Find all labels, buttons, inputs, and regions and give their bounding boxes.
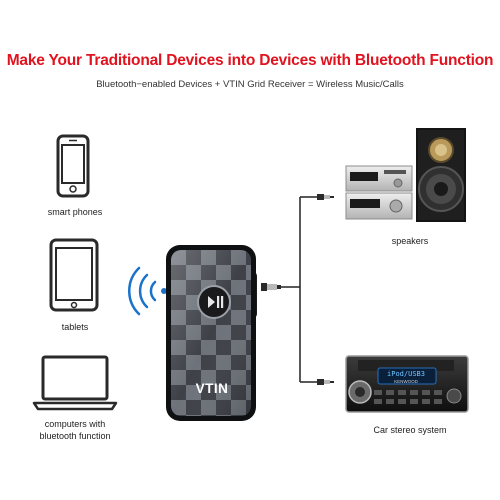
speakers-image bbox=[338, 126, 470, 224]
page-subtitle: Bluetooth−enabled Devices + VTIN Grid Re… bbox=[96, 79, 404, 90]
car-stereo-display: iPod/USB3 bbox=[387, 370, 425, 378]
play-pause-button[interactable] bbox=[196, 284, 232, 320]
computer-label-line2: bluetooth function bbox=[39, 431, 111, 441]
vtin-logo: VTIN bbox=[195, 381, 229, 396]
car-stereo-label: Car stereo system bbox=[373, 425, 447, 435]
computer-label-line1: computers with bbox=[44, 419, 106, 429]
smart-phones-label: smart phones bbox=[47, 207, 103, 217]
vtin-receiver bbox=[165, 244, 270, 424]
laptop-icon bbox=[32, 355, 118, 411]
page-title: Make Your Traditional Devices into Devic… bbox=[6, 52, 494, 69]
tablet-icon bbox=[49, 238, 99, 312]
car-stereo-brand: KENWOOD bbox=[394, 379, 418, 384]
car-stereo-image bbox=[344, 354, 470, 414]
speakers-label: speakers bbox=[391, 236, 429, 246]
smartphone-icon bbox=[56, 134, 90, 198]
bluetooth-wave-icon bbox=[128, 265, 168, 317]
tablets-label: tablets bbox=[61, 322, 89, 332]
